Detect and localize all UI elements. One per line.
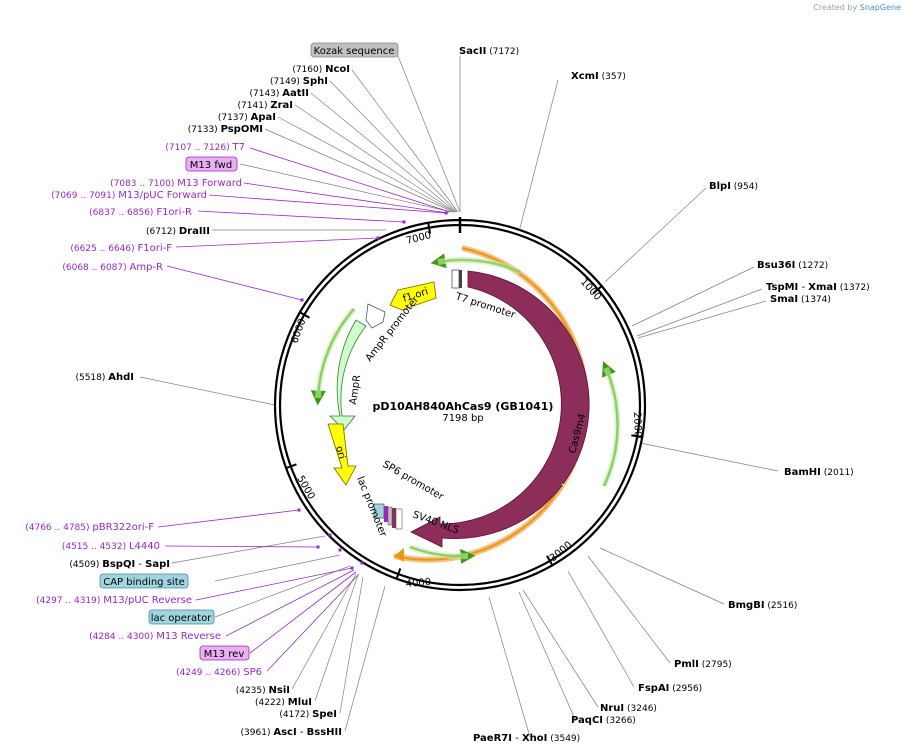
primer-mark — [338, 548, 342, 552]
site-label-fspai: FspAI (2956) — [638, 683, 702, 694]
m13-fwd-label: M13 fwd — [190, 160, 232, 171]
site-label-nsii: (4235) NsiI — [236, 685, 290, 696]
tick-5000 — [284, 463, 297, 470]
feature-label-sp6-promoter: SP6 promoter — [381, 459, 446, 503]
tick-label-5000: 5000 — [294, 474, 316, 502]
tick-label-6000: 6000 — [289, 317, 308, 345]
cap-binding-site-box: CAP binding site — [99, 573, 189, 589]
site-label-sphi: (7149) SphI — [270, 76, 328, 87]
tick-4000 — [395, 568, 402, 581]
kozak-sequence-box: Kozak sequence — [310, 42, 399, 58]
snapgene-logo: SnapGene — [859, 3, 901, 12]
primer-label-pbr322ori-f: (4766 .. 4785) pBR322ori-F — [25, 522, 154, 533]
site-label-blpi: BlpI (954) — [709, 181, 758, 192]
site-label-bsu36i: Bsu36I (1272) — [757, 260, 828, 271]
primer-label-f1ori-f: (6625 .. 6646) F1ori-F — [70, 243, 172, 254]
credit-prefix: Created by — [813, 3, 858, 12]
feature-label-ori: ori — [333, 445, 347, 460]
primer-mark — [350, 566, 354, 570]
primer-mark — [402, 220, 406, 224]
tick-label-2000: 2000 — [631, 412, 643, 438]
tick-1000 — [592, 284, 604, 294]
site-label-pmli: PmlI (2795) — [674, 659, 732, 670]
m13-rev-label: M13 rev — [204, 649, 245, 660]
site-label-xcmi: XcmI (357) — [571, 71, 626, 82]
tick-6000 — [298, 310, 310, 319]
ori-feature — [327, 423, 357, 486]
primer-mark — [316, 545, 320, 549]
tick-marks — [284, 217, 644, 581]
site-label-smai: SmaI (1374) — [770, 294, 831, 305]
leader-lines — [139, 55, 779, 738]
primer-mark — [300, 298, 304, 302]
tick-2000 — [631, 434, 644, 439]
kozak-sequence-label: Kozak sequence — [314, 46, 395, 57]
primer-mark — [444, 211, 448, 215]
kozak-mark — [459, 270, 462, 288]
primer-marks — [297, 211, 448, 570]
primer-label-m13-forward: (7083 .. 7100) M13 Forward — [110, 178, 242, 189]
lac-operator-box: lac operator — [148, 609, 215, 625]
green-arc-halos — [315, 257, 621, 560]
primer-label-f1ori-r: (6837 .. 6856) F1ori-R — [89, 207, 192, 218]
tick-label-4000: 4000 — [405, 577, 431, 590]
left-labels: (7160) NcoI(7149) SphI(7143) AatII(7141)… — [25, 64, 350, 738]
site-label-bamhi: BamHI (2011) — [784, 467, 854, 478]
site-label-paqci: PaqCI (3266) — [571, 715, 636, 726]
plasmid-name: pD10AH840AhCas9 (GB1041) — [373, 400, 554, 413]
primer-leader-lines — [157, 147, 451, 672]
primer-mark — [328, 533, 332, 537]
site-label-apai: (7137) ApaI — [218, 112, 276, 123]
primer-mark — [376, 236, 380, 240]
primer-label-m13-puc-reverse: (4297 .. 4319) M13/pUC Reverse — [36, 595, 192, 606]
site-label-ncoi: (7160) NcoI — [292, 64, 350, 75]
m13-fwd-box: M13 fwd — [185, 156, 238, 172]
primer-label-amp-r: (6068 .. 6087) Amp-R — [62, 262, 163, 273]
primer-mark — [297, 508, 301, 512]
m13-rev-box: M13 rev — [199, 645, 250, 661]
site-label-tspmi: TspMI - XmaI (1372) — [766, 282, 870, 293]
site-label-aatii: (7143) AatII — [249, 88, 309, 99]
site-label-ahdi: (5518) AhdI — [75, 372, 134, 383]
site-label-draiii: (6712) DraIII — [146, 226, 210, 237]
tick-7000 — [427, 221, 432, 234]
snapgene-credit: Created by SnapGene — [813, 3, 901, 12]
site-label-nrui: NruI (3246) — [600, 703, 657, 714]
primer-label-t7: (7107 .. 7126) T7 — [165, 142, 245, 153]
ampr-feature — [329, 319, 367, 431]
site-label-paer7i: PaeR7I - XhoI (3549) — [473, 733, 580, 744]
site-label-bspqi: (4509) BspQI - SapI — [69, 559, 170, 570]
cas9-dash-1 — [561, 483, 576, 493]
primer-label-sp6: (4249 .. 4266) SP6 — [176, 667, 262, 678]
tick-3000 — [546, 555, 554, 567]
site-label-pspomi: (7133) PspOMI — [188, 124, 263, 135]
lac-sp6-cluster — [373, 503, 403, 530]
primer-label-m13-puc-forward: (7069 .. 7091) M13/pUC Forward — [51, 190, 207, 201]
primer-mark — [360, 561, 364, 565]
cas9m4-feature — [410, 270, 590, 548]
primer-label-m13-reverse: (4284 .. 4300) M13 Reverse — [89, 631, 221, 642]
f1-ori-feature — [389, 281, 437, 311]
site-label-zrai: (7141) ZraI — [238, 100, 293, 111]
site-label-spei: (4172) SpeI — [279, 709, 337, 720]
site-label-bmgbi: BmgBI (2516) — [728, 600, 797, 611]
plasmid-length: 7198 bp — [442, 413, 483, 424]
orf-arrowhead — [394, 548, 404, 562]
ampr-promoter-feature — [365, 303, 386, 329]
cap-binding-site-label: CAP binding site — [103, 577, 185, 588]
primer-label-l4440: (4515 .. 4532) L4440 — [62, 541, 160, 552]
t7-promoter-mark — [451, 269, 460, 289]
site-label-sacii: SacII (7172) — [459, 46, 519, 57]
feature-label-ampr: AmpR — [348, 374, 363, 405]
lac-operator-label: lac operator — [151, 613, 212, 624]
right-labels: SacII (7172) XcmI (357) BlpI (954) Bsu36I (… — [459, 46, 870, 744]
site-label-asci: (3961) AscI - BssHII — [241, 727, 342, 738]
site-label-mlui: (4222) MluI — [255, 697, 312, 708]
